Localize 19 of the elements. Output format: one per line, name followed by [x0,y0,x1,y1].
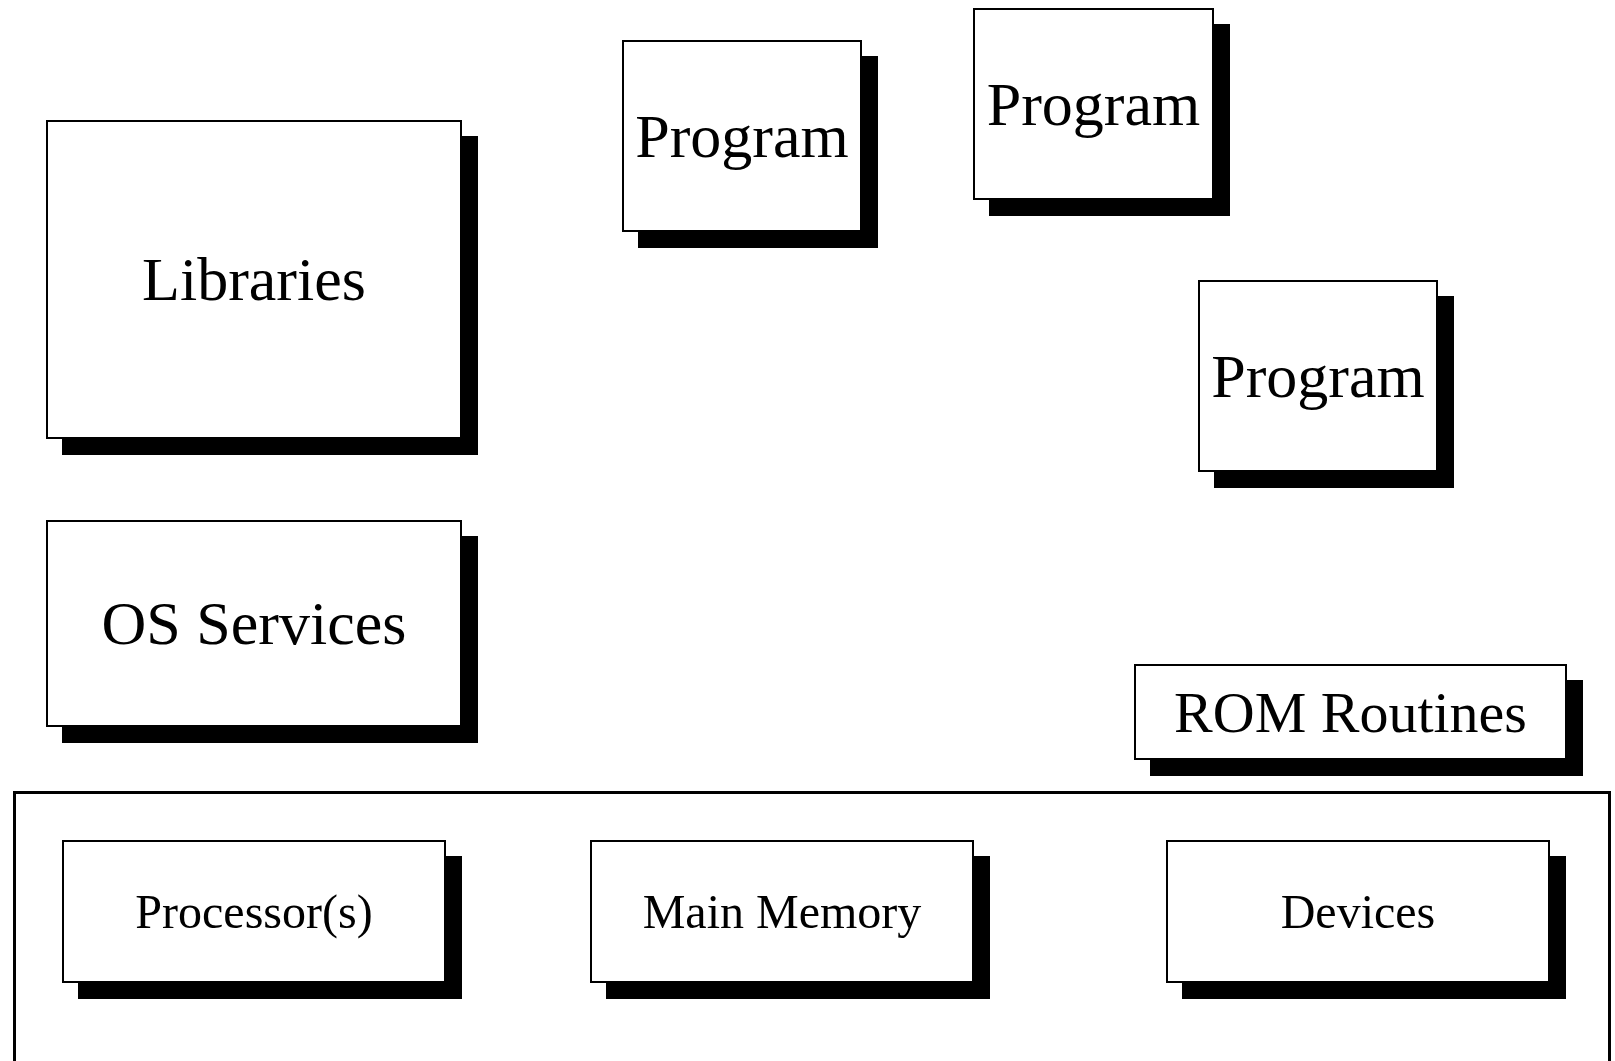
box-label: Main Memory [642,884,922,939]
shadowed-box [622,40,878,248]
shadowed-box [62,840,462,999]
container-box [13,791,1611,1061]
box-label: Program [1211,340,1425,412]
shadowed-box [46,520,478,743]
box-label: Devices [1280,884,1436,939]
shadowed-box [1134,664,1583,776]
shadowed-box [590,840,990,999]
shadowed-box [1166,840,1566,999]
shadowed-box [46,120,478,455]
box-label: ROM Routines [1174,678,1527,746]
box-label: Processor(s) [135,884,373,939]
shadowed-box [973,8,1230,216]
box-label: Libraries [142,244,366,315]
box-label: OS Services [101,588,407,659]
shadowed-box [1198,280,1454,488]
box-label: Program [635,100,849,172]
box-label: Program [986,68,1201,140]
